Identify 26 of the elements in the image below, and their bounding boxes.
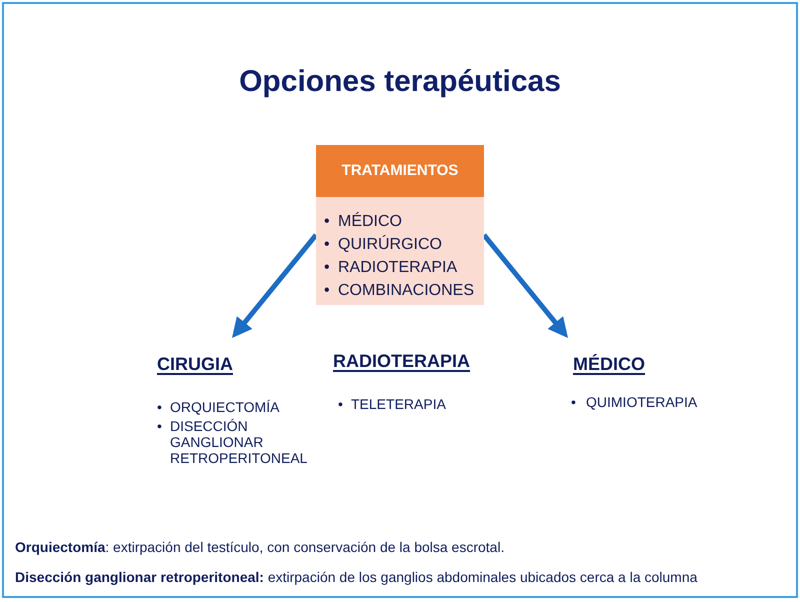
list-item: ORQUIECTOMÍA xyxy=(170,399,280,415)
bullet: • xyxy=(571,394,577,410)
title: Opciones terapéuticas xyxy=(238,64,562,100)
list-item: QUIRÚRGICO xyxy=(338,234,442,255)
bullet: • xyxy=(157,418,163,434)
bullet: • xyxy=(324,258,331,278)
column-heading: MÉDICO xyxy=(573,353,645,375)
treatment-box xyxy=(316,145,484,305)
bullet: • xyxy=(324,281,331,301)
arrow xyxy=(482,233,568,338)
list-item: TELETERAPIA xyxy=(351,396,446,412)
column-heading: CIRUGIA xyxy=(157,353,233,375)
list-item: RADIOTERAPIA xyxy=(338,258,458,278)
bullet: • xyxy=(157,399,163,415)
arrow xyxy=(232,233,318,338)
bullet: • xyxy=(324,212,331,232)
column-heading: RADIOTERAPIA xyxy=(333,350,470,372)
definition-note: Orquiectomía: extirpación del testículo, con conservación de la bolsa escrotal. xyxy=(15,538,504,557)
bullet: • xyxy=(324,235,331,255)
definition-note: Disección ganglionar retroperitoneal: extirpación de los ganglios abdominales ubicados cerca a la columna xyxy=(15,568,698,587)
list-item: MÉDICO xyxy=(338,211,402,232)
list-item: DISECCIÓN GANGLIONAR RETROPERITONEAL xyxy=(170,418,308,466)
list-item: COMBINACIONES xyxy=(338,281,474,301)
bullet: • xyxy=(338,396,344,412)
list-item: QUIMIOTERAPIA xyxy=(586,394,698,410)
box-heading: TRATAMIENTOS xyxy=(316,145,484,197)
